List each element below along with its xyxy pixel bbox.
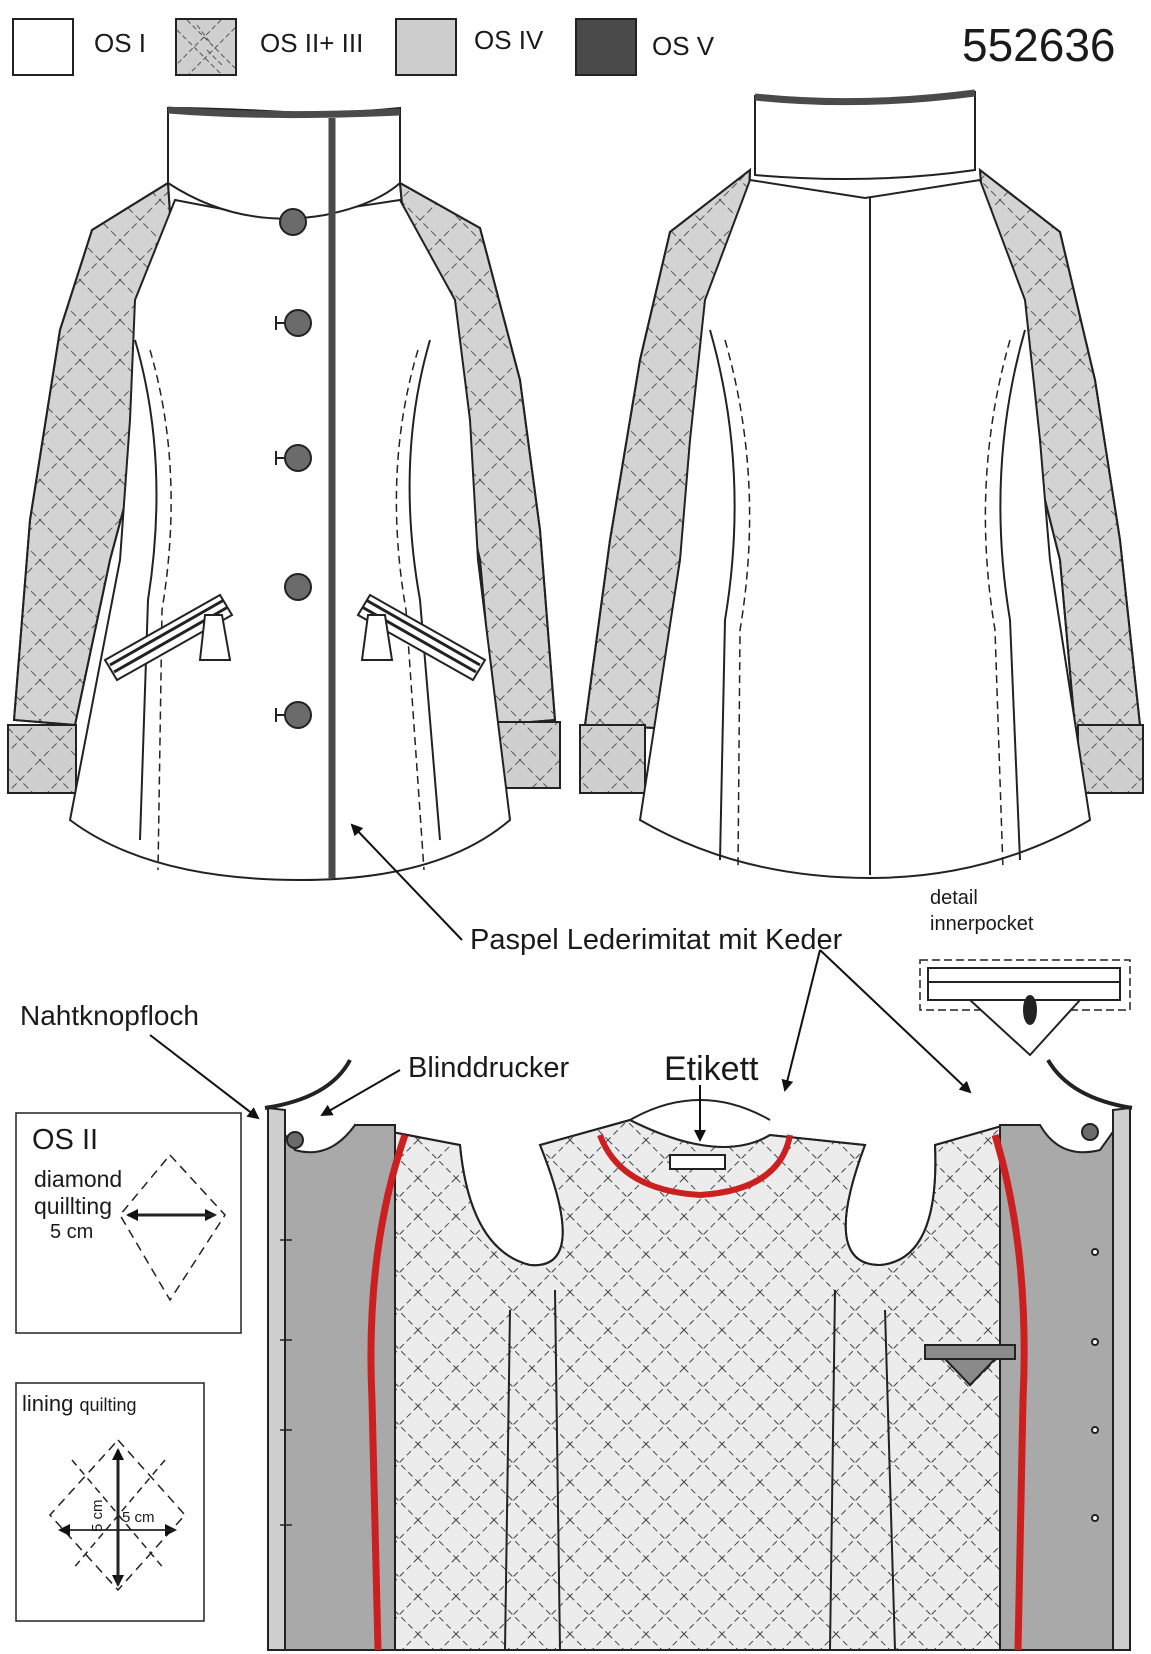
detail-innerpocket-label-2: innerpocket (930, 913, 1034, 935)
legend-label-os4: OS IV (474, 25, 544, 55)
lining-box-title-small: quilting (79, 1395, 137, 1415)
legend-swatch-os4 (395, 18, 457, 76)
legend-label-os5: OS V (652, 31, 715, 61)
inner-view (264, 1058, 1133, 1651)
front-body (68, 198, 512, 882)
right-red-piping (991, 1133, 1028, 1651)
right-facing (999, 1104, 1131, 1651)
back-collar (754, 90, 976, 180)
legend-label-os1: OS I (94, 28, 147, 58)
front-buttons (279, 208, 312, 729)
lining-box-title: lining quilting (22, 1393, 137, 1415)
legend-swatch-os5 (575, 18, 637, 76)
left-red-piping (367, 1133, 409, 1651)
left-facing (267, 1104, 396, 1651)
back-view (579, 89, 1144, 880)
os2-box-size: 5 cm (50, 1221, 94, 1243)
callout-etikett: Etikett (664, 1050, 759, 1088)
neck-red-piping (597, 1133, 793, 1199)
os2-box-line1: diamond (34, 1166, 123, 1192)
lining-box-dim-h: 5 cm (122, 1509, 155, 1526)
detail-innerpocket-label-1: detail (930, 887, 978, 909)
legend-swatch-os1 (12, 18, 74, 76)
legend-swatch-os2-3 (175, 18, 237, 76)
os2-box-title: OS II (32, 1124, 99, 1156)
legend-label-os2-3: OS II+ III (260, 28, 364, 58)
style-number: 552636 (962, 19, 1116, 71)
lining-box-dim-v: 5 cm (89, 1499, 106, 1532)
lining-quilting-box (15, 1382, 205, 1622)
front-collar (167, 106, 401, 220)
inner-pocket-small (924, 1344, 1016, 1360)
front-left-pocket (103, 593, 234, 682)
os2-box-line2: quillting (34, 1193, 112, 1219)
back-body (638, 178, 1092, 880)
etikett-label (669, 1154, 726, 1170)
lining-box-title-main: lining (22, 1391, 74, 1416)
callout-nahtknopfloch: Nahtknopfloch (20, 1000, 200, 1031)
front-view (7, 106, 561, 882)
callout-blinddrucker: Blinddrucker (408, 1052, 570, 1084)
callout-paspel: Paspel Lederimitat mit Keder (470, 924, 843, 956)
detail-innerpocket-inset (919, 959, 1131, 1057)
quilted-pattern-icon (177, 20, 235, 74)
front-right-pocket (356, 593, 487, 682)
os2-quilting-box (15, 1112, 242, 1334)
